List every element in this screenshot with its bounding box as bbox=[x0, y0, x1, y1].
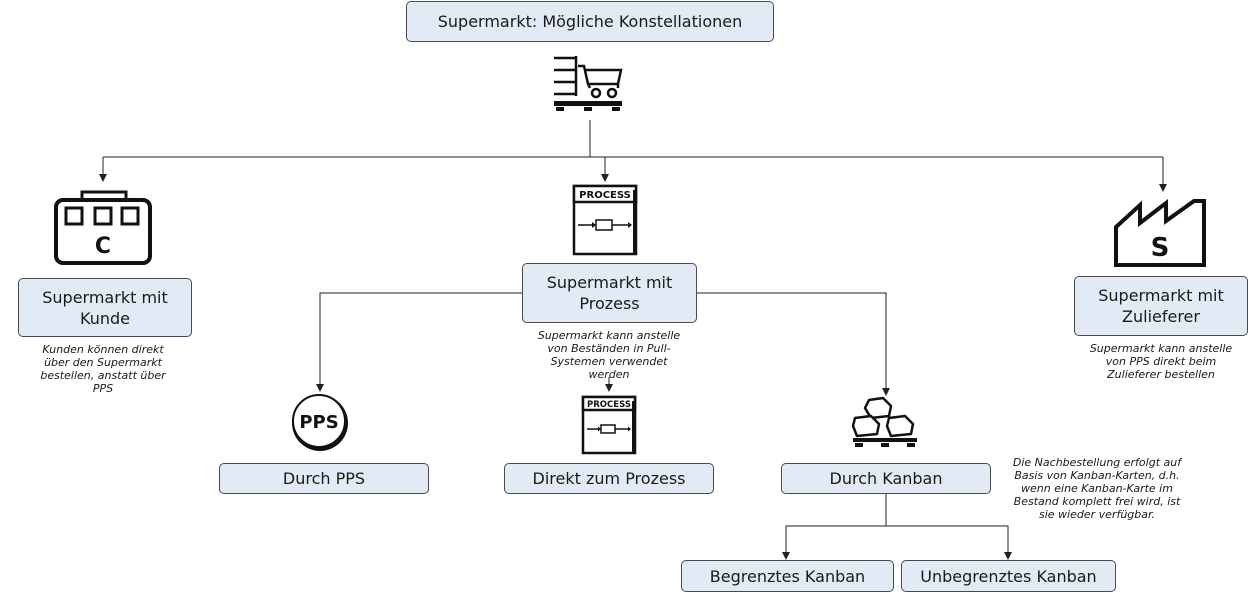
process-icon: PROCESS bbox=[581, 395, 637, 455]
node-supermarkt-zulieferer[interactable]: Supermarkt mit Zulieferer bbox=[1074, 276, 1248, 336]
node-direkt-zum-prozess[interactable]: Direkt zum Prozess bbox=[504, 463, 714, 494]
node-unbegrenztes-kanban[interactable]: Unbegrenztes Kanban bbox=[901, 560, 1116, 592]
pps-icon: PPS bbox=[288, 393, 354, 453]
process-icon-label: PROCESS bbox=[587, 400, 631, 410]
supermarket-icon bbox=[552, 54, 624, 112]
kanban-icon bbox=[851, 396, 921, 448]
node-begrenztes-kanban[interactable]: Begrenztes Kanban bbox=[681, 560, 894, 592]
node-label: Durch PPS bbox=[282, 469, 366, 488]
note-prozess: Supermarkt kann anstelle von Beständen i… bbox=[537, 329, 681, 381]
supplier-icon: S bbox=[1110, 193, 1210, 273]
node-label: Supermarkt mit Prozess bbox=[546, 273, 673, 313]
title-box[interactable]: Supermarkt: Mögliche Konstellationen bbox=[406, 1, 774, 42]
node-label: Durch Kanban bbox=[829, 469, 943, 488]
node-supermarkt-kunde[interactable]: Supermarkt mit Kunde bbox=[18, 278, 192, 337]
node-durch-kanban[interactable]: Durch Kanban bbox=[781, 463, 991, 494]
node-supermarkt-prozess[interactable]: Supermarkt mit Prozess bbox=[522, 263, 697, 323]
node-label: Supermarkt mit Zulieferer bbox=[1098, 286, 1224, 326]
node-durch-pps[interactable]: Durch PPS bbox=[219, 463, 429, 494]
node-label: Unbegrenztes Kanban bbox=[920, 566, 1097, 586]
node-label: Direkt zum Prozess bbox=[532, 469, 686, 488]
process-icon: PROCESS bbox=[572, 184, 638, 256]
node-label: Begrenztes Kanban bbox=[709, 566, 866, 586]
supplier-letter: S bbox=[1151, 233, 1170, 263]
customer-letter: C bbox=[95, 234, 111, 259]
title-text: Supermarkt: Mögliche Konstellationen bbox=[437, 12, 743, 31]
note-kunde: Kunden können direkt über den Supermarkt… bbox=[40, 343, 166, 395]
process-icon-label: PROCESS bbox=[579, 190, 631, 201]
note-kanban: Die Nachbestellung erfolgt auf Basis von… bbox=[1012, 456, 1182, 521]
node-label: Supermarkt mit Kunde bbox=[42, 287, 168, 328]
note-zulieferer: Supermarkt kann anstelle von PPS direkt … bbox=[1089, 342, 1233, 381]
customer-icon: C bbox=[53, 190, 153, 266]
pps-icon-label: PPS bbox=[299, 412, 338, 433]
